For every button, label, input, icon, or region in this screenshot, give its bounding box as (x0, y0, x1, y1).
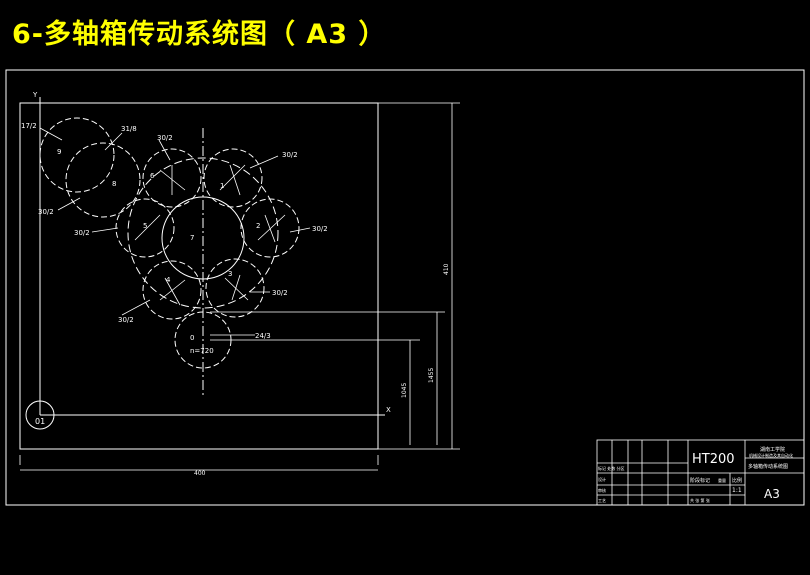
origin-label: 01 (35, 417, 45, 426)
dimension-1455: 1455 (428, 368, 435, 383)
gear-4[interactable] (142, 260, 202, 320)
origin-circle (25, 400, 55, 430)
page-title: 6-多轴箱传动系统图（ A3 ） (12, 19, 387, 50)
material-text: HT200 (692, 452, 735, 467)
leader-label: 30/2 (74, 229, 90, 237)
gear-label-5: 5 (143, 222, 147, 230)
dimension-1045: 1045 (401, 383, 408, 398)
review-row: 审核 (598, 487, 606, 493)
gear-label-3: 3 (228, 270, 232, 278)
dept-text: 机械设计制造及其自动化 (749, 452, 793, 458)
leader-label: 17/2 (21, 122, 37, 130)
school-text: 湖南工学院 (760, 446, 785, 453)
scale-value: 1:1 (732, 487, 742, 494)
revision-row: 标记 处数 分区 (598, 465, 625, 471)
weight-label: 重量 (718, 477, 726, 483)
process-row: 工艺 (598, 498, 606, 503)
gear-7[interactable] (161, 196, 245, 280)
width-dimension: 400 (194, 470, 206, 477)
gear-3[interactable] (205, 258, 265, 318)
leader-label: 30/2 (118, 316, 134, 324)
design-row: 设计 (598, 476, 606, 482)
plate-outline (19, 102, 379, 450)
gear-label-4: 4 (166, 276, 171, 284)
gear-8[interactable] (65, 142, 141, 218)
leader-label: 30/2 (272, 289, 288, 297)
gear-label-0: 0 (190, 334, 194, 342)
gear-label-9: 9 (57, 148, 61, 156)
gear-6[interactable] (142, 148, 202, 208)
scale-label: 比例 (732, 477, 742, 484)
gear-label-7: 7 (190, 234, 194, 242)
leader-label: 30/2 (157, 134, 173, 142)
leader-label: 30/2 (38, 208, 54, 216)
leader-label: 30/2 (312, 225, 328, 233)
leader-label: 30/2 (282, 151, 298, 159)
stage-label: 阶段标记 (690, 477, 710, 484)
gear-label-8: 8 (112, 180, 116, 188)
speed-label: n=720 (190, 347, 214, 355)
gear-label-1: 1 (220, 182, 224, 190)
drawing-name-text: 多轴箱传动系统图 (748, 463, 788, 470)
x-axis-label: X (386, 406, 391, 414)
gear-1[interactable] (203, 148, 263, 208)
leader-label: 24/3 (255, 332, 271, 340)
sheet-frame (5, 69, 805, 506)
pitch-circle (127, 157, 279, 309)
leader-label: 31/8 (121, 125, 137, 133)
sheet-size-text: A3 (764, 487, 780, 501)
y-axis-label: Y (32, 91, 38, 99)
gear-label-2: 2 (256, 222, 260, 230)
sheets-label: 共 张 第 张 (690, 497, 710, 503)
gear-2[interactable] (240, 198, 300, 258)
gear-9[interactable] (39, 117, 115, 193)
height-dimension: 410 (443, 263, 450, 275)
gear-label-6: 6 (150, 172, 155, 180)
title-block (596, 439, 805, 506)
